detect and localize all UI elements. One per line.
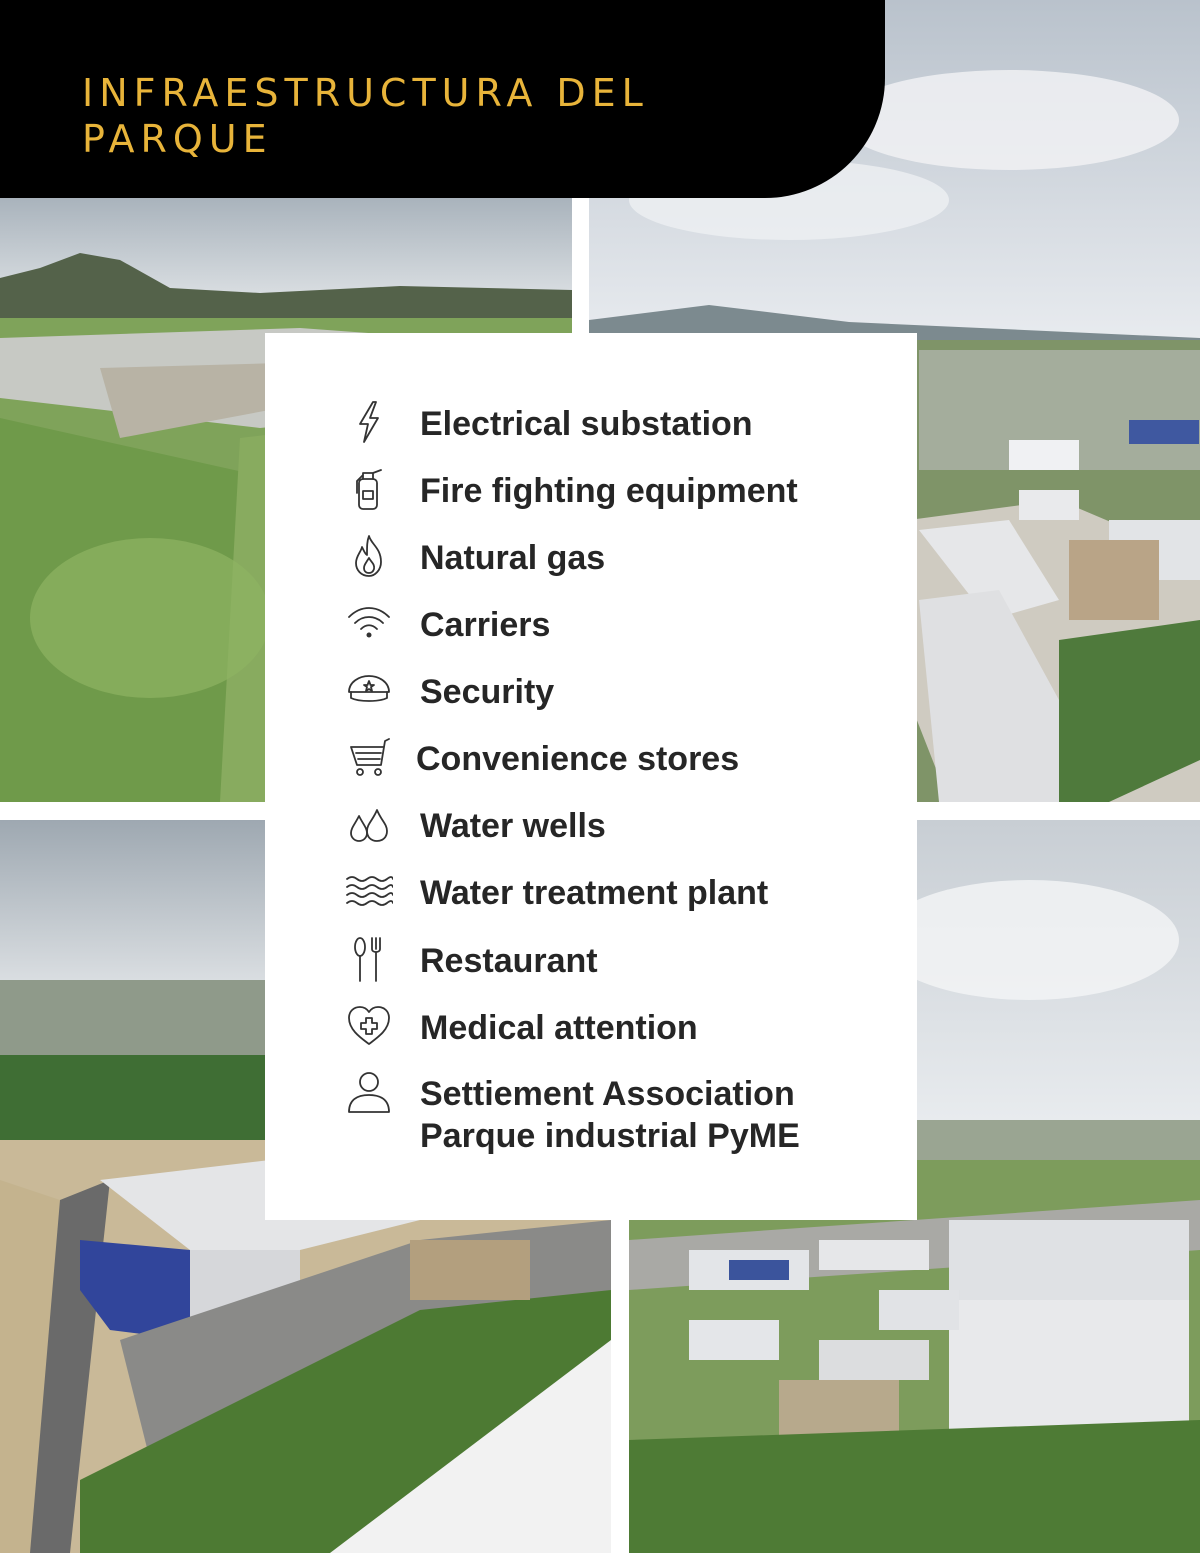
waves-icon bbox=[345, 867, 393, 915]
amenity-restaurant: Restaurant bbox=[265, 929, 917, 989]
amenity-medical-attention: Medical attention bbox=[265, 996, 917, 1056]
lightning-icon bbox=[345, 398, 393, 446]
amenity-label: Fire fighting equipment bbox=[420, 472, 798, 510]
title-banner: INFRAESTRUCTURA DEL PARQUE bbox=[0, 0, 885, 198]
amenity-convenience-stores: Convenience stores bbox=[265, 727, 917, 787]
amenity-label: Carriers bbox=[420, 606, 551, 644]
amenity-label-line1: Settiement Association bbox=[420, 1075, 795, 1113]
amenity-carriers: Carriers bbox=[265, 593, 917, 653]
water-drops-icon bbox=[345, 800, 393, 848]
amenity-label: Medical attention bbox=[420, 1009, 698, 1047]
amenity-water-wells: Water wells bbox=[265, 794, 917, 854]
amenity-fire-fighting: Fire fighting equipment bbox=[265, 459, 917, 519]
page-title: INFRAESTRUCTURA DEL PARQUE bbox=[82, 71, 649, 161]
amenity-label: Water treatment plant bbox=[420, 874, 769, 912]
amenities-card: Electrical substation Fire fighting equi… bbox=[265, 333, 917, 1220]
amenity-label: Water wells bbox=[420, 807, 606, 845]
amenity-security: Security bbox=[265, 660, 917, 720]
amenity-water-treatment: Water treatment plant bbox=[265, 861, 917, 921]
amenity-label: Natural gas bbox=[420, 539, 606, 577]
medical-heart-icon bbox=[345, 1002, 393, 1050]
amenity-label: Electrical substation bbox=[420, 405, 753, 443]
amenity-settlement-association: Settiement Association Parque industrial… bbox=[265, 1062, 917, 1172]
amenity-label: Restaurant bbox=[420, 942, 598, 980]
wifi-icon bbox=[345, 599, 393, 647]
amenity-label-line2: Parque industrial PyME bbox=[420, 1117, 800, 1155]
security-cap-icon bbox=[345, 666, 393, 714]
amenity-natural-gas: Natural gas bbox=[265, 526, 917, 586]
amenity-label: Security bbox=[420, 673, 555, 711]
amenity-label: Convenience stores bbox=[416, 740, 740, 778]
person-icon bbox=[345, 1068, 393, 1116]
shopping-cart-icon bbox=[345, 733, 393, 781]
amenity-electrical-substation: Electrical substation bbox=[265, 392, 917, 452]
flame-icon bbox=[345, 532, 393, 580]
fork-spoon-icon bbox=[345, 935, 393, 983]
fire-extinguisher-icon bbox=[345, 465, 393, 513]
